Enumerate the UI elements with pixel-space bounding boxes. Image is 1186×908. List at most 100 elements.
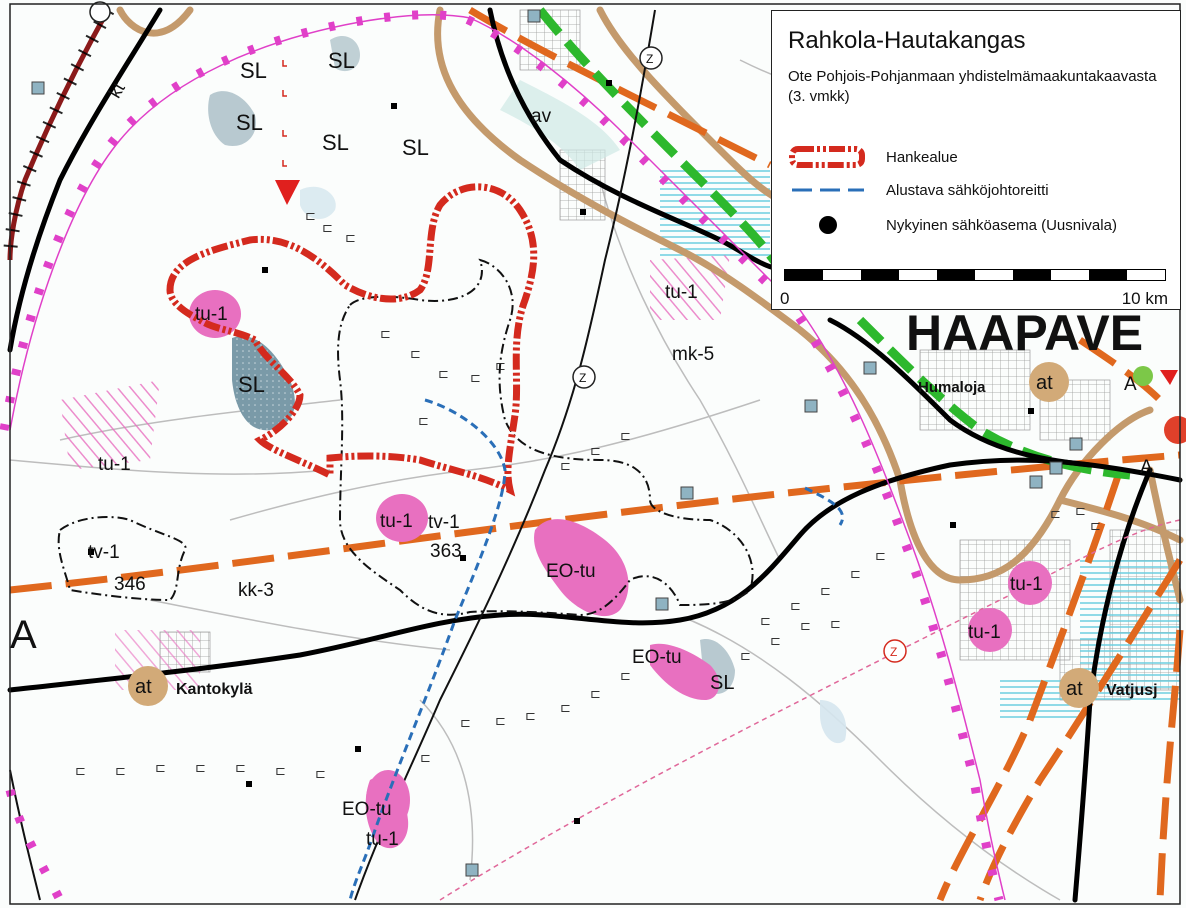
label-eo-tu: EO-tu: [632, 647, 682, 668]
svg-text:⊏: ⊏: [470, 370, 481, 385]
green-dashed-lines: [536, 7, 1131, 480]
z-markers: [89, 1, 907, 663]
svg-text:⊏: ⊏: [770, 633, 781, 648]
svg-text:⊏: ⊏: [740, 648, 751, 663]
label-sl: SL: [710, 672, 734, 694]
label-kantokyla: Kantokylä: [176, 681, 253, 698]
label-z: Z: [646, 52, 653, 66]
label-kk-3: kk-3: [238, 580, 274, 601]
black-roads: [7, 7, 1183, 903]
label-z: Z: [579, 371, 586, 385]
svg-text:⊏: ⊏: [850, 566, 861, 581]
label-humaloja: Humaloja: [918, 379, 986, 396]
legend-subtitle: Ote Pohjois-Pohjanmaan yhdistelmämaakunt…: [788, 68, 1157, 105]
label-tu-1: tu-1: [380, 511, 413, 532]
powerline-route[interactable]: [348, 398, 507, 901]
svg-text:⊏: ⊏: [410, 346, 421, 361]
svg-text:⊏: ⊏: [275, 763, 286, 778]
warning-triangle-icon: [275, 180, 300, 205]
pink-thin-dashed: [439, 519, 1181, 901]
label-a: A: [1140, 457, 1153, 478]
label-sl: SL: [402, 135, 429, 160]
label-z: Z: [890, 645, 897, 659]
legend-item-powerline: Alustava sähköjohtoreitti: [788, 176, 1049, 204]
sl-areas: [208, 35, 847, 744]
building-markers: [31, 9, 1083, 877]
svg-text:⊏: ⊏: [875, 548, 886, 563]
svg-text:⊏: ⊏: [195, 760, 206, 775]
legend-item-hankealue: Hankealue: [788, 143, 958, 171]
svg-text:⊏: ⊏: [155, 760, 166, 775]
svg-text:⊏: ⊏: [560, 458, 571, 473]
project-area-boundary: [166, 183, 538, 497]
label-sl: SL: [240, 58, 267, 83]
railway: [3, 6, 115, 261]
scale-label-end: 10 km: [1121, 289, 1168, 308]
tv-1-outline: [57, 516, 187, 602]
label-sl: SL: [328, 48, 355, 73]
scale-label-start: 0: [780, 289, 790, 308]
svg-text:⊏: ⊏: [495, 713, 506, 728]
svg-text:⊏: ⊏: [620, 428, 631, 443]
thin-black-lines: [9, 9, 656, 901]
svg-text:⊏: ⊏: [760, 613, 771, 628]
svg-text:⊏: ⊏: [460, 715, 471, 730]
powerline-swatch: [788, 176, 868, 204]
forest-symbols: ⊏⊏⊏ ⊏⊏⊏ ⊏⊏⊏ ⊏⊏⊏ ⊏⊏⊏ ⊏⊏⊏ ⊏⊏⊏ ⊏⊏⊏ ⊏⊏⊏ ⊏⊏⊏ …: [75, 208, 1101, 781]
svg-text:⊏: ⊏: [322, 220, 333, 235]
label-at: at: [1066, 678, 1083, 700]
svg-text:⊏: ⊏: [820, 583, 831, 598]
label-tu-1: tu-1: [1010, 574, 1043, 595]
svg-text:⊏: ⊏: [345, 230, 356, 245]
label-a-large: A: [10, 613, 37, 657]
label-haapave: HAAPAVE: [906, 305, 1143, 361]
svg-text:⊏: ⊏: [305, 208, 316, 223]
label-tv-1: tv-1: [88, 542, 120, 563]
svg-text:⊏: ⊏: [420, 750, 431, 765]
label-vatjus: Vatjusj: [1106, 682, 1158, 699]
label-tu-1: tu-1: [366, 829, 399, 850]
orange-dashed-lines: [9, 6, 1184, 902]
svg-text:⊏: ⊏: [1075, 503, 1086, 518]
at-points: [128, 362, 1099, 708]
svg-text:⊏: ⊏: [75, 763, 86, 778]
label-at: at: [135, 676, 152, 698]
svg-text:⊏: ⊏: [590, 686, 601, 701]
label-363: 363: [430, 541, 462, 562]
label-at: at: [1036, 372, 1053, 394]
label-eo-tu: EO-tu: [342, 799, 392, 820]
tu-areas: [189, 290, 1052, 830]
label-tu-1: tu-1: [665, 282, 698, 303]
project-boundary-swatch: [788, 143, 868, 171]
label-346: 346: [114, 574, 146, 595]
map-legend: Rahkola-Hautakangas Ote Pohjois-Pohjanma…: [771, 10, 1181, 310]
svg-text:⊏: ⊏: [1050, 506, 1061, 521]
svg-text:⊏: ⊏: [830, 616, 841, 631]
svg-text:⊏: ⊏: [418, 413, 429, 428]
label-sl: SL: [322, 130, 349, 155]
label-tv-1: tv-1: [428, 512, 460, 533]
label-a: A: [1124, 374, 1137, 395]
svg-text:⊏: ⊏: [590, 443, 601, 458]
black-square-markers: [88, 80, 1034, 824]
label-mk-5: mk-5: [672, 344, 714, 365]
map-labels: SL SL SL SL SL SL SL kt av Z Z Z tu-1 tu…: [10, 48, 1158, 850]
svg-text:⊏: ⊏: [800, 618, 811, 633]
label-eo-tu: EO-tu: [546, 561, 596, 582]
legend-label: Nykyinen sähköasema (Uusnivala): [886, 216, 1117, 234]
municipal-boundary: [0, 10, 1006, 903]
label-tu-1: tu-1: [968, 622, 1001, 643]
legend-label: Alustava sähköjohtoreitti: [886, 181, 1049, 199]
svg-text:⊏: ⊏: [620, 668, 631, 683]
svg-text:⊏: ⊏: [525, 708, 536, 723]
legend-title: Rahkola-Hautakangas: [788, 27, 1026, 54]
legend-label: Hankealue: [886, 148, 958, 166]
svg-text:⊏: ⊏: [315, 766, 326, 781]
label-tu-1: tu-1: [98, 454, 131, 475]
substation-dot-icon: [788, 211, 868, 239]
svg-text:⊏: ⊏: [235, 760, 246, 775]
label-sl: SL: [238, 372, 265, 397]
svg-text:⊏: ⊏: [438, 366, 449, 381]
svg-text:⊏: ⊏: [380, 326, 391, 341]
